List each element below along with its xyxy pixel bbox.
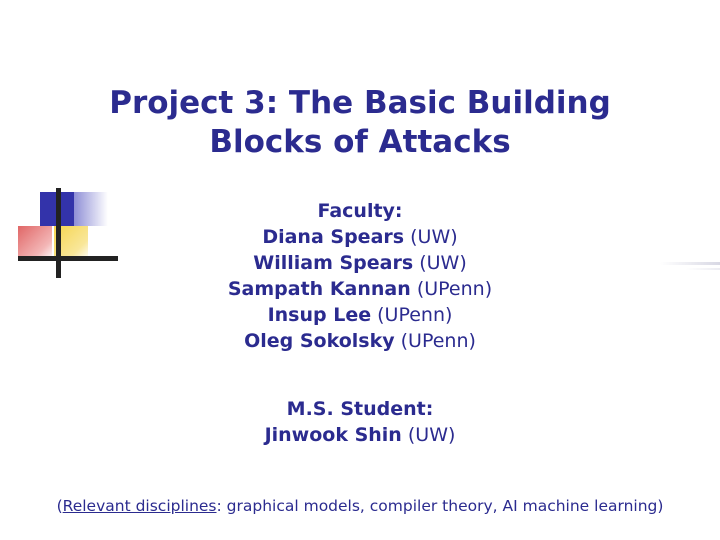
logo-horizontal-bar [18, 256, 118, 261]
right-edge-artifact-secondary [686, 268, 720, 270]
logo-red-square [18, 226, 52, 260]
decorative-logo [18, 188, 118, 278]
faculty-member-affiliation: (UPenn) [400, 330, 476, 352]
faculty-section: Faculty: Diana Spears (UW) William Spear… [60, 198, 660, 354]
faculty-member-affiliation: (UW) [410, 226, 458, 248]
page-title: Project 3: The Basic Building Blocks of … [40, 84, 680, 162]
footer-open-paren: ( [56, 497, 63, 515]
faculty-member: Diana Spears (UW) [60, 224, 660, 250]
logo-vertical-bar [56, 188, 61, 278]
page-title-line-1: Project 3: The Basic Building [109, 85, 611, 121]
student-member: Jinwook Shin (UW) [60, 422, 660, 448]
student-heading: M.S. Student: [286, 398, 434, 420]
student-member-affiliation: (UW) [407, 424, 456, 446]
footer-note: (Relevant disciplines: graphical models,… [6, 496, 714, 516]
logo-blue-gradient-square [74, 192, 108, 226]
faculty-member-affiliation: (UPenn) [416, 278, 493, 300]
faculty-member: Oleg Sokolsky (UPenn) [60, 328, 660, 354]
faculty-member-name: Oleg Sokolsky [244, 330, 395, 352]
faculty-member-name: Insup Lee [267, 304, 372, 326]
footer-underlined-label: Relevant disciplines [62, 497, 217, 515]
faculty-member-name: Sampath Kannan [227, 278, 411, 300]
student-member-name: Jinwook Shin [264, 424, 402, 446]
footer-rest-text: : graphical models, compiler theory, AI … [216, 497, 664, 515]
faculty-member: Sampath Kannan (UPenn) [60, 276, 660, 302]
faculty-member-name: William Spears [253, 252, 414, 274]
faculty-heading: Faculty: [317, 200, 403, 222]
faculty-member-name: Diana Spears [262, 226, 405, 248]
faculty-member: William Spears (UW) [60, 250, 660, 276]
page-title-line-2: Blocks of Attacks [209, 124, 511, 160]
faculty-member-affiliation: (UW) [419, 252, 467, 274]
student-section: M.S. Student: Jinwook Shin (UW) [60, 396, 660, 448]
faculty-member-affiliation: (UPenn) [377, 304, 453, 326]
faculty-member: Insup Lee (UPenn) [60, 302, 660, 328]
right-edge-artifact [660, 262, 720, 265]
